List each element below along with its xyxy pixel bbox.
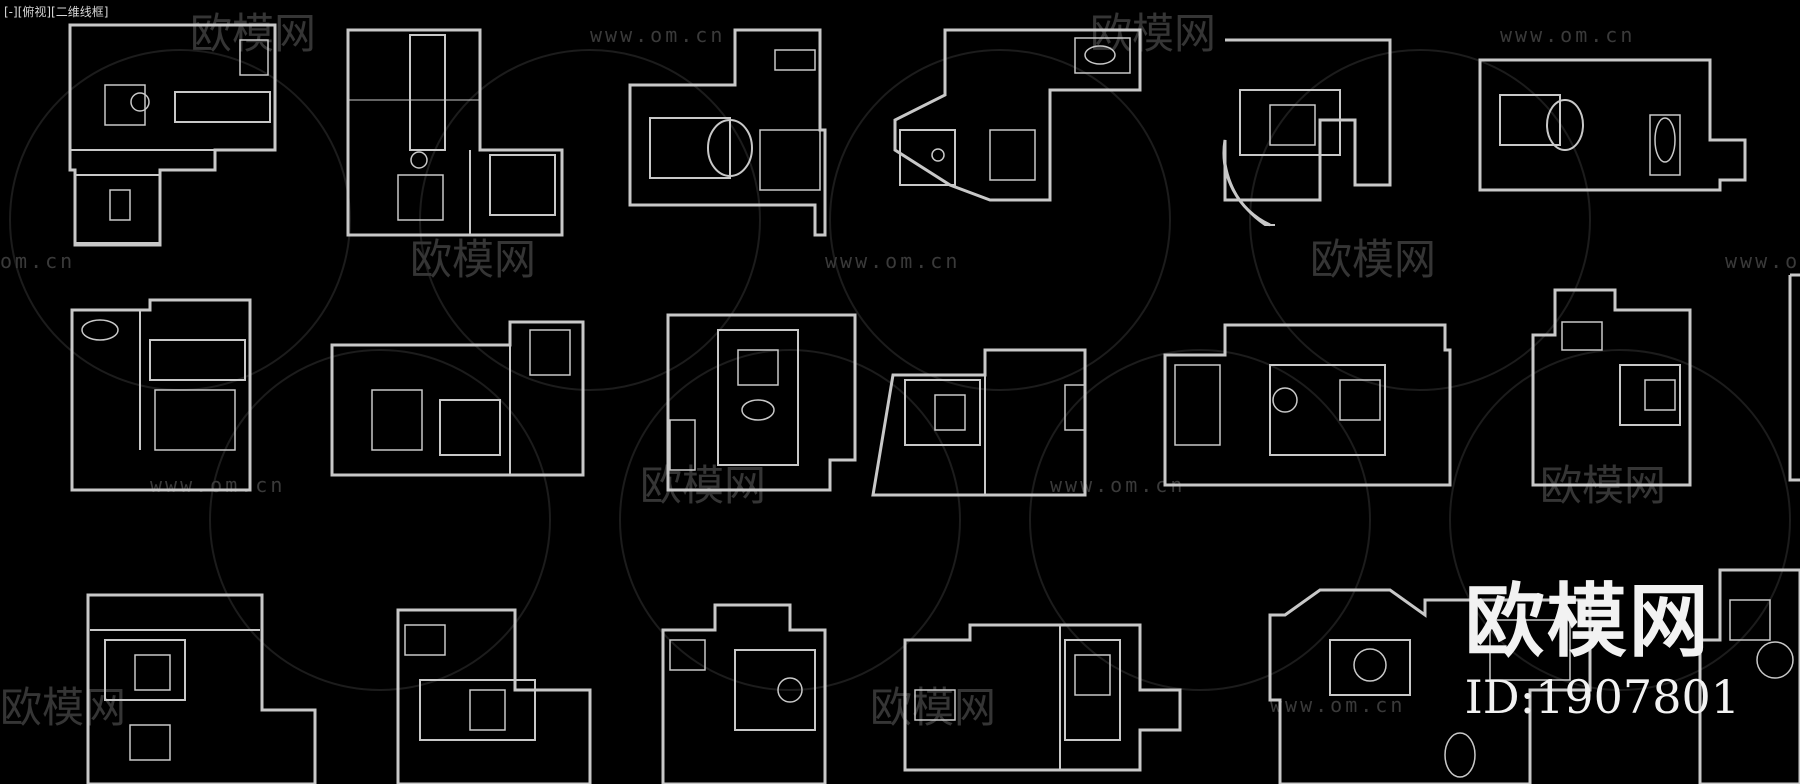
floor-plan [396, 608, 592, 784]
floor-plan [1478, 58, 1747, 192]
floor-plan [1531, 288, 1692, 487]
watermark-url: www.om.cn [825, 249, 960, 273]
floor-plan [1698, 568, 1800, 784]
floor-plans [68, 23, 1800, 784]
watermark-url: www.om.cn [1500, 23, 1635, 47]
floor-plan [346, 28, 564, 237]
floor-plan [661, 603, 827, 784]
watermark-brand: 欧模网 [190, 9, 316, 58]
watermark-brand: 欧模网 [870, 683, 996, 732]
brand-watermark: 欧模网 ID:1907801 [1464, 575, 1740, 725]
watermark-url: www.om.cn [590, 23, 725, 47]
watermark-url-partial: om.cn [0, 249, 75, 273]
floor-plan [70, 298, 252, 492]
floor-plan [903, 623, 1182, 772]
watermark-url: www.om.cn [150, 473, 285, 497]
floor-plan [1268, 588, 1592, 784]
watermark-circles [9, 49, 1791, 691]
watermark-brand: 欧模网 [1090, 9, 1216, 58]
floor-plan [86, 593, 317, 784]
watermark-brand: 欧模网 [0, 683, 126, 732]
viewport-label[interactable]: [-][俯视][二维线框] [4, 5, 109, 19]
floor-plan [68, 23, 277, 247]
watermark-brand: 欧模网 [410, 235, 536, 284]
watermark-url: www.om.cn [1725, 249, 1800, 273]
floor-plan [1163, 323, 1452, 487]
floor-plan [330, 320, 585, 477]
watermark-brand: 欧模网 [640, 461, 766, 510]
floor-plan [1788, 273, 1800, 482]
watermarks: www.om.cn www.om.cn www.om.cn www.om.cn … [0, 9, 1800, 732]
watermark-brand: 欧模网 [1310, 235, 1436, 284]
brand-id: ID:1907801 [1464, 670, 1740, 724]
floor-plan [628, 28, 827, 237]
floor-plan [666, 313, 857, 492]
floor-plan [871, 348, 1087, 497]
floor-plan [893, 28, 1142, 202]
watermark-url: www.om.cn [1270, 693, 1405, 717]
watermark-url: www.om.cn [1050, 473, 1185, 497]
brand-name: 欧模网 [1464, 575, 1711, 668]
floor-plan [1222, 38, 1392, 227]
